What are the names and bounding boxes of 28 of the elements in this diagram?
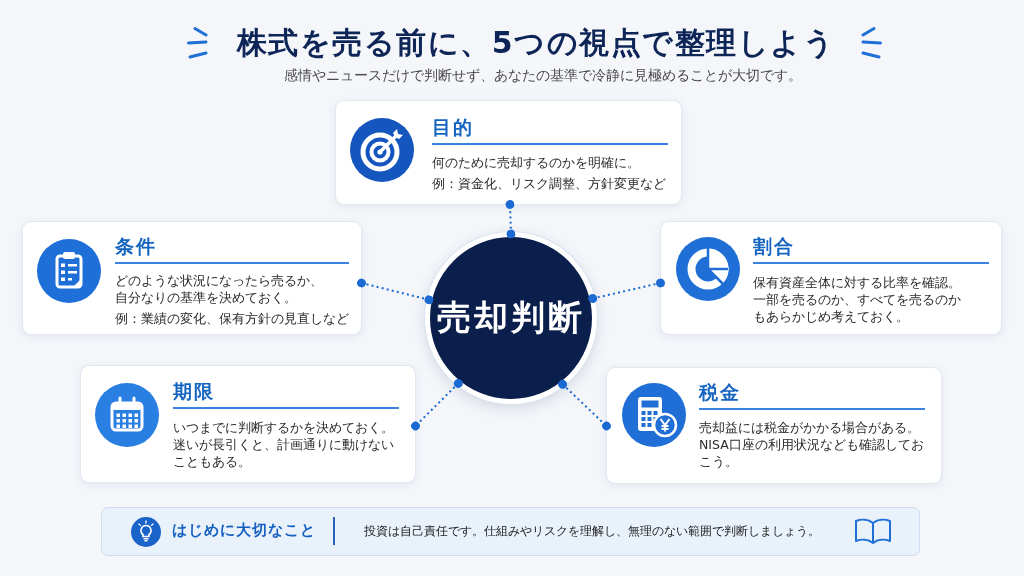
card-heading: 条件 [115, 233, 349, 264]
card-text: 例：資金化、リスク調整、方針変更など [432, 175, 666, 192]
hub-circle: 売却判断 [425, 232, 597, 404]
info-card [80, 365, 416, 483]
card-heading: 税金 [699, 379, 925, 410]
card-heading: 割合 [753, 233, 989, 264]
dotted-connector [357, 278, 434, 305]
card-heading: 目的 [432, 114, 668, 145]
info-card [660, 221, 1002, 335]
info-card [22, 221, 362, 335]
dotted-connector [505, 200, 516, 239]
subtitle: 感情やニュースだけで判断せず、あなたの基準で冷静に見極めることが大切です。 [284, 66, 802, 84]
title: 株式を売る前に、5つの視点で整理しよう [236, 24, 836, 62]
card-text: いつまでに判断するかを決めておく。迷いが長引くと、計画通りに動けないこともある。 [173, 419, 395, 470]
card-text: どのような状況になったら売るか、自分なりの基準を決めておく。 [115, 272, 324, 306]
card-heading: 期限 [173, 378, 399, 409]
card-text: 例：業績の変化、保有方針の見直しなど [115, 310, 349, 327]
notice-heading: はじめに大切なこと [172, 521, 316, 540]
notice-text: 投資は自己責任です。仕組みやリスクを理解し、無理のない範囲で判断しましょう。 [364, 523, 820, 540]
dotted-connector [588, 278, 665, 303]
info-card [606, 367, 942, 484]
card-text: 売却益には税金がかかる場合がある。NISA口座の利用状況なども確認しておこう。 [699, 419, 924, 470]
card-text: 保有資産全体に対する比率を確認。一部を売るのか、すべてを売るのかもあらかじめ考えておく。 [753, 274, 962, 325]
card-text: 何のために売却するのかを明確に。 [432, 154, 640, 171]
dotted-connector [411, 378, 463, 431]
dotted-connector [558, 379, 611, 431]
notice-bar [101, 507, 920, 556]
info-card [335, 100, 682, 205]
